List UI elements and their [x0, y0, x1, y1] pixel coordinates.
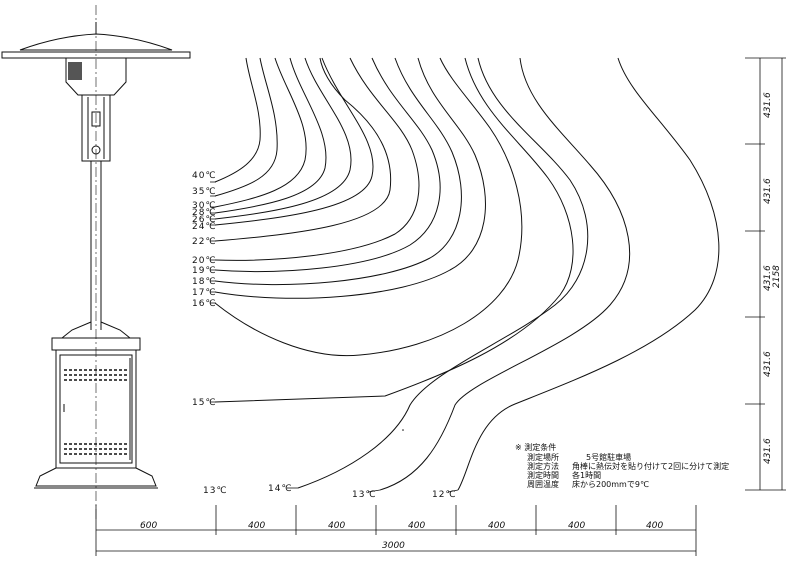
isotherm-26 — [214, 57, 352, 220]
heater-cabinet-door — [59, 354, 133, 464]
dim-400-b: 400 — [328, 521, 345, 531]
heater-reflector-rim — [1, 51, 191, 59]
heater-vent-lower — [64, 443, 128, 455]
dim-431-6-d: 431.6 — [763, 351, 773, 377]
isotherm-22 — [214, 57, 392, 242]
dim-total-2158: 2158 — [772, 265, 782, 288]
isotherm-40 — [214, 57, 261, 183]
dim-400-e: 400 — [568, 521, 585, 531]
dim-400-a: 400 — [248, 521, 265, 531]
heater-base — [35, 467, 157, 487]
heater-cabinet-body — [55, 349, 137, 469]
note-time-label: 測定時間 — [527, 470, 559, 480]
label-20c: 20℃ — [192, 256, 217, 266]
dim-400-f: 400 — [646, 521, 663, 531]
isotherm-20 — [214, 57, 420, 261]
dim-431-6-e: 431.6 — [763, 438, 773, 464]
isotherm-17 — [214, 57, 486, 299]
dim-431-6-a: 431.6 — [763, 92, 773, 118]
dim-431-6-c: 431.6 — [763, 265, 773, 291]
heater-ignition-plate — [91, 111, 101, 127]
label-35c: 35℃ — [192, 187, 217, 197]
label-28c: 28℃ — [192, 208, 217, 218]
label-40c: 40℃ — [192, 171, 217, 181]
dim-600: 600 — [140, 521, 157, 531]
vertical-dimension-values: 431.6 431.6 431.6 431.6 431.6 2158 — [763, 92, 782, 464]
note-place-label: 測定場所 — [527, 452, 559, 462]
heater-control-knob — [91, 145, 101, 155]
isotherm-24 — [214, 57, 374, 226]
isotherm-14 — [297, 57, 589, 489]
label-15c: 15℃ — [192, 398, 217, 408]
note-method-label: 測定方法 — [527, 461, 559, 471]
heater-reflector-hood — [19, 33, 173, 51]
patio-heater-illustration — [1, 5, 191, 520]
label-13c: 13℃ — [352, 490, 377, 500]
isotherm-19 — [214, 57, 441, 273]
note-place-value: 5号館駐車場 — [586, 452, 631, 462]
heater-vent-upper — [64, 369, 128, 381]
label-26c: 26℃ — [192, 215, 217, 225]
isotherm-35 — [214, 57, 278, 197]
isotherm-curves — [214, 57, 720, 491]
dim-431-6-b: 431.6 — [763, 178, 773, 204]
label-24c: 24℃ — [192, 222, 217, 232]
label-17c: 17℃ — [192, 288, 217, 298]
isotherm-12 — [457, 57, 720, 491]
label-30c: 30℃ — [192, 201, 217, 211]
vertical-dimension-lines — [745, 57, 786, 491]
isotherm-13 — [379, 57, 631, 491]
dim-400-d: 400 — [488, 521, 505, 531]
label-leaders — [210, 181, 459, 493]
isotherm-30 — [214, 57, 307, 208]
horizontal-dimension-values: 600 400 400 400 400 400 400 3000 — [140, 521, 663, 551]
label-13c-left: 13℃ — [203, 486, 228, 496]
label-19c: 19℃ — [192, 266, 217, 276]
isotherm-15 — [214, 57, 574, 403]
label-14c: 14℃ — [268, 484, 293, 494]
isotherm-28 — [214, 57, 327, 214]
note-temp-value: 床から200mmで9℃ — [572, 479, 649, 489]
heater-emitter-body — [81, 94, 111, 162]
label-18c: 18℃ — [192, 277, 217, 287]
note-time-value: 各1時間 — [572, 470, 601, 480]
note-temp-label: 周囲温度 — [527, 479, 559, 489]
label-16c: 16℃ — [192, 299, 217, 309]
label-22c: 22℃ — [192, 237, 217, 247]
dim-400-c: 400 — [408, 521, 425, 531]
note-header: ※ 測定条件 — [515, 442, 556, 452]
horizontal-dimension-lines — [95, 505, 697, 556]
heater-burner-screen — [68, 62, 82, 80]
label-12c: 12℃ — [432, 490, 457, 500]
isotherm-16 — [214, 57, 523, 357]
note-method-value: 角棒に熱伝対を貼り付けて2回に分けて測定 — [572, 461, 729, 471]
isotherm-18 — [214, 57, 462, 286]
drawing-dot — [402, 429, 404, 431]
dim-total-3000: 3000 — [382, 541, 405, 551]
isotherm-labels: 40℃ 35℃ 30℃ 28℃ 26℃ 24℃ 22℃ 20℃ 19℃ 18℃ … — [192, 171, 457, 500]
measurement-conditions: ※ 測定条件 測定場所 5号館駐車場 測定方法 角棒に熱伝対を貼り付けて2回に分… — [515, 442, 729, 489]
